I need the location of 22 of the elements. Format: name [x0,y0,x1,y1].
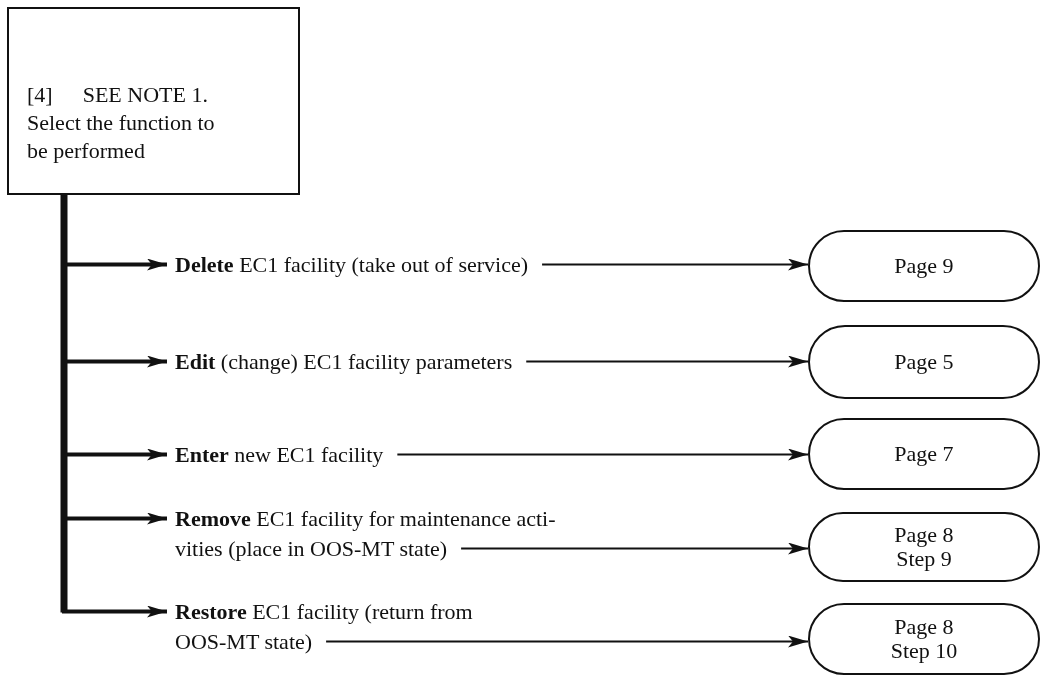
note-reference: SEE NOTE 1. [82,81,208,109]
function-option: Enter new EC1 facility [175,440,595,470]
step-instruction: Select the function to be performed [27,109,216,165]
page-reference: Page 5 [894,350,954,374]
trunk-line [60,195,68,613]
page-reference: Page 9 [894,254,954,278]
arrow [460,542,809,555]
arrow [396,448,809,461]
page-reference: Page 8 [894,523,954,547]
process-box [7,7,300,195]
page-reference: Page 8 [894,615,954,639]
page-reference: Step 10 [890,639,958,663]
step-number: [4] [27,81,53,109]
function-option: Edit (change) EC1 facility parameters [175,347,595,377]
page-reference: Step 9 [896,547,952,571]
function-option: Remove EC1 facility for maintenance acti- vities (place in OOS-MT state) [175,504,575,564]
arrow [525,355,809,368]
function-option: Delete EC1 facility (take out of service) [175,250,595,280]
page-reference: Page 7 [894,442,954,466]
function-option: Restore EC1 facility (return from OOS-MT state) [175,597,500,657]
arrow [325,635,809,648]
arrow [541,258,809,271]
